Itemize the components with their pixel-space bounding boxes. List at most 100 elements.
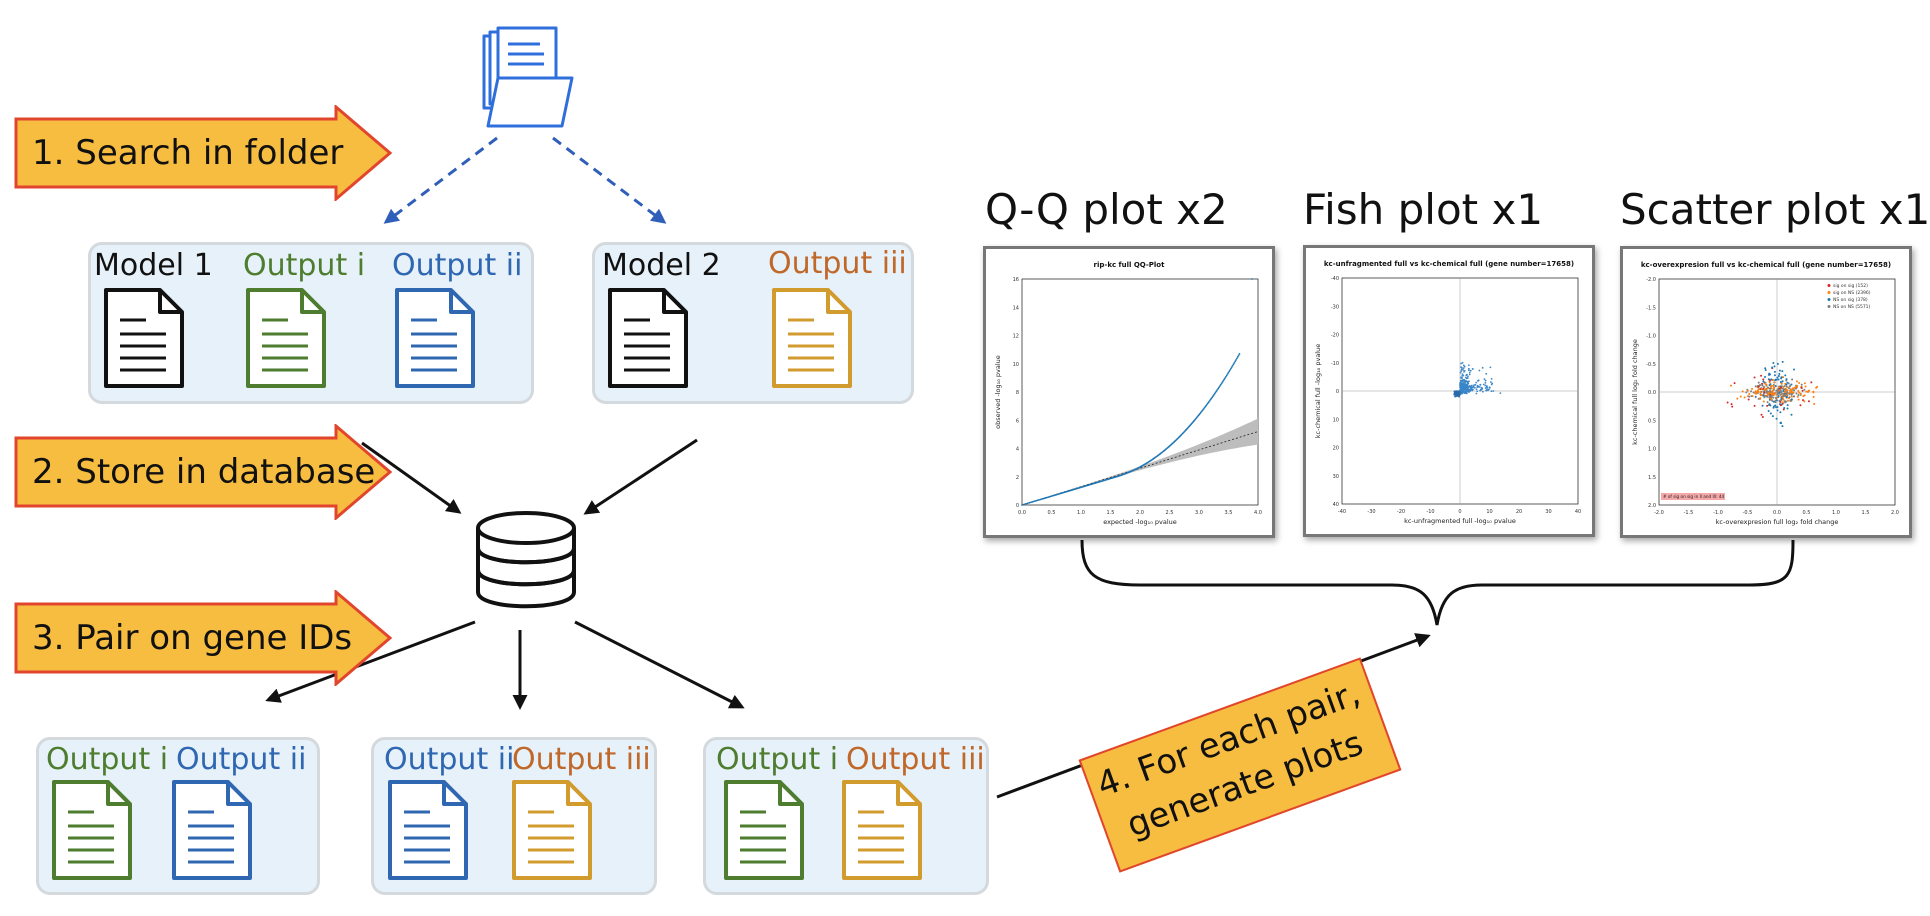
scatter-ytick-label: -1.5: [1646, 305, 1656, 311]
document-icon: [388, 780, 468, 880]
scatter-point: [1780, 376, 1783, 379]
scatter-point: [1779, 393, 1782, 396]
scatter-point: [1772, 400, 1775, 403]
scatter-point: [1757, 381, 1760, 384]
scatter-ytick-label: 1.5: [1648, 475, 1656, 481]
fish-point: [1461, 383, 1464, 385]
scatter-point: [1754, 385, 1757, 388]
scatter-point: [1773, 374, 1776, 377]
fish-ytick-label: 10: [1333, 417, 1339, 423]
qq-ytick-label: 10: [1013, 362, 1019, 368]
scatter-point: [1774, 384, 1777, 387]
dashed-arrow-right: [552, 136, 667, 224]
step-3-label: 3. Pair on gene IDs: [32, 618, 353, 658]
scatter-ytick-label: 0.0: [1648, 390, 1656, 396]
qq-xtick-label: 3.5: [1225, 510, 1233, 516]
qq-xtick-label: 3.0: [1195, 510, 1203, 516]
scatter-point: [1739, 395, 1742, 398]
fish-point: [1480, 388, 1483, 391]
scatter-point: [1772, 386, 1775, 389]
fish-point: [1460, 390, 1463, 393]
scatter-xtick-label: 1.5: [1862, 510, 1870, 516]
scatter-xtick-label: 0.5: [1803, 510, 1811, 516]
scatter-point: [1786, 389, 1789, 392]
fish-title: kc-unfragmented full vs kc-chemical full…: [1324, 260, 1574, 268]
scatter-point: [1775, 378, 1778, 381]
scatter-point: [1764, 375, 1767, 378]
fish-xtick-label: 20: [1516, 509, 1522, 515]
qq-point: [1219, 383, 1222, 386]
qq-point: [1216, 388, 1219, 391]
scatter-point: [1760, 388, 1763, 391]
fish-point: [1467, 375, 1469, 378]
scatter-ylabel: kc-chemical full log₂ fold change: [1631, 339, 1639, 445]
scatter-point: [1766, 387, 1769, 390]
scatter-point: [1807, 400, 1810, 403]
fish-point: [1477, 385, 1480, 388]
fish-point: [1480, 386, 1483, 389]
document-icon: [395, 288, 475, 388]
scatter-point: [1773, 365, 1776, 368]
fish-ytick-label: 0: [1336, 389, 1339, 395]
scatter-note: # of sig on sig in Il and Ill: 44: [1663, 494, 1724, 499]
scatter-point: [1764, 367, 1767, 370]
qq-point: [1218, 385, 1221, 387]
qq-ytick-label: 12: [1013, 334, 1019, 340]
scatter-point: [1779, 411, 1782, 414]
scatter-note-box: [1661, 493, 1725, 500]
qq-point: [1026, 502, 1029, 505]
fish-ytick-label: 30: [1333, 474, 1339, 480]
arrow-db-right: [574, 620, 745, 709]
fish-point: [1463, 390, 1465, 393]
fish-ytick-label: -20: [1331, 333, 1339, 339]
fish-point: [1461, 391, 1464, 394]
scatter-point: [1770, 387, 1773, 390]
scatter-point: [1810, 381, 1813, 384]
qq-point: [1218, 386, 1220, 389]
scatter-point: [1780, 422, 1783, 425]
document-icon: [512, 780, 592, 880]
scatter-point: [1748, 395, 1751, 398]
scatter-point: [1769, 383, 1772, 386]
qq-point: [1226, 373, 1229, 375]
scatter-point: [1790, 395, 1793, 398]
qq-xlabel: expected -log₁₀ pvalue: [1103, 518, 1177, 526]
fish-point: [1456, 392, 1459, 395]
qq-point: [1238, 353, 1241, 355]
scatter-point: [1762, 394, 1765, 397]
scatter-point: [1774, 391, 1777, 394]
qq-ytick-label: 6: [1016, 418, 1019, 424]
scatter-ytick-label: -1.0: [1646, 334, 1656, 340]
scatter-point: [1792, 387, 1795, 390]
qq-point: [1233, 361, 1236, 364]
fish-point: [1482, 383, 1485, 386]
scatter-point: [1787, 399, 1790, 402]
fish-point: [1490, 390, 1493, 393]
qq-point: [1021, 504, 1023, 506]
qq-point: [1221, 381, 1224, 383]
qq-point: [1234, 360, 1237, 363]
scatter-point: [1763, 391, 1766, 394]
fish-point: [1466, 377, 1469, 380]
scatter-point: [1776, 362, 1779, 365]
fish-point: [1456, 390, 1458, 392]
scatter-point: [1752, 391, 1755, 394]
scatter-point: [1773, 381, 1776, 384]
scatter-point: [1786, 404, 1789, 407]
qq-point: [1227, 371, 1230, 374]
step-3-banner: 3. Pair on gene IDs: [14, 590, 392, 686]
qq-confidence-band: [1022, 418, 1258, 505]
scatter-point: [1796, 395, 1799, 398]
scatter-point: [1802, 395, 1805, 398]
scatter-point: [1756, 389, 1759, 392]
qq-point: [1223, 378, 1226, 381]
fish-point: [1465, 374, 1468, 377]
qq-point: [1225, 374, 1228, 377]
fish-point: [1467, 367, 1470, 370]
fish-point: [1459, 376, 1462, 379]
scatter-point: [1782, 387, 1785, 390]
scatter-point: [1747, 398, 1750, 401]
scatter-point: [1736, 397, 1739, 400]
scatter-point: [1816, 385, 1819, 388]
fish-xtick-label: 0: [1458, 509, 1461, 515]
